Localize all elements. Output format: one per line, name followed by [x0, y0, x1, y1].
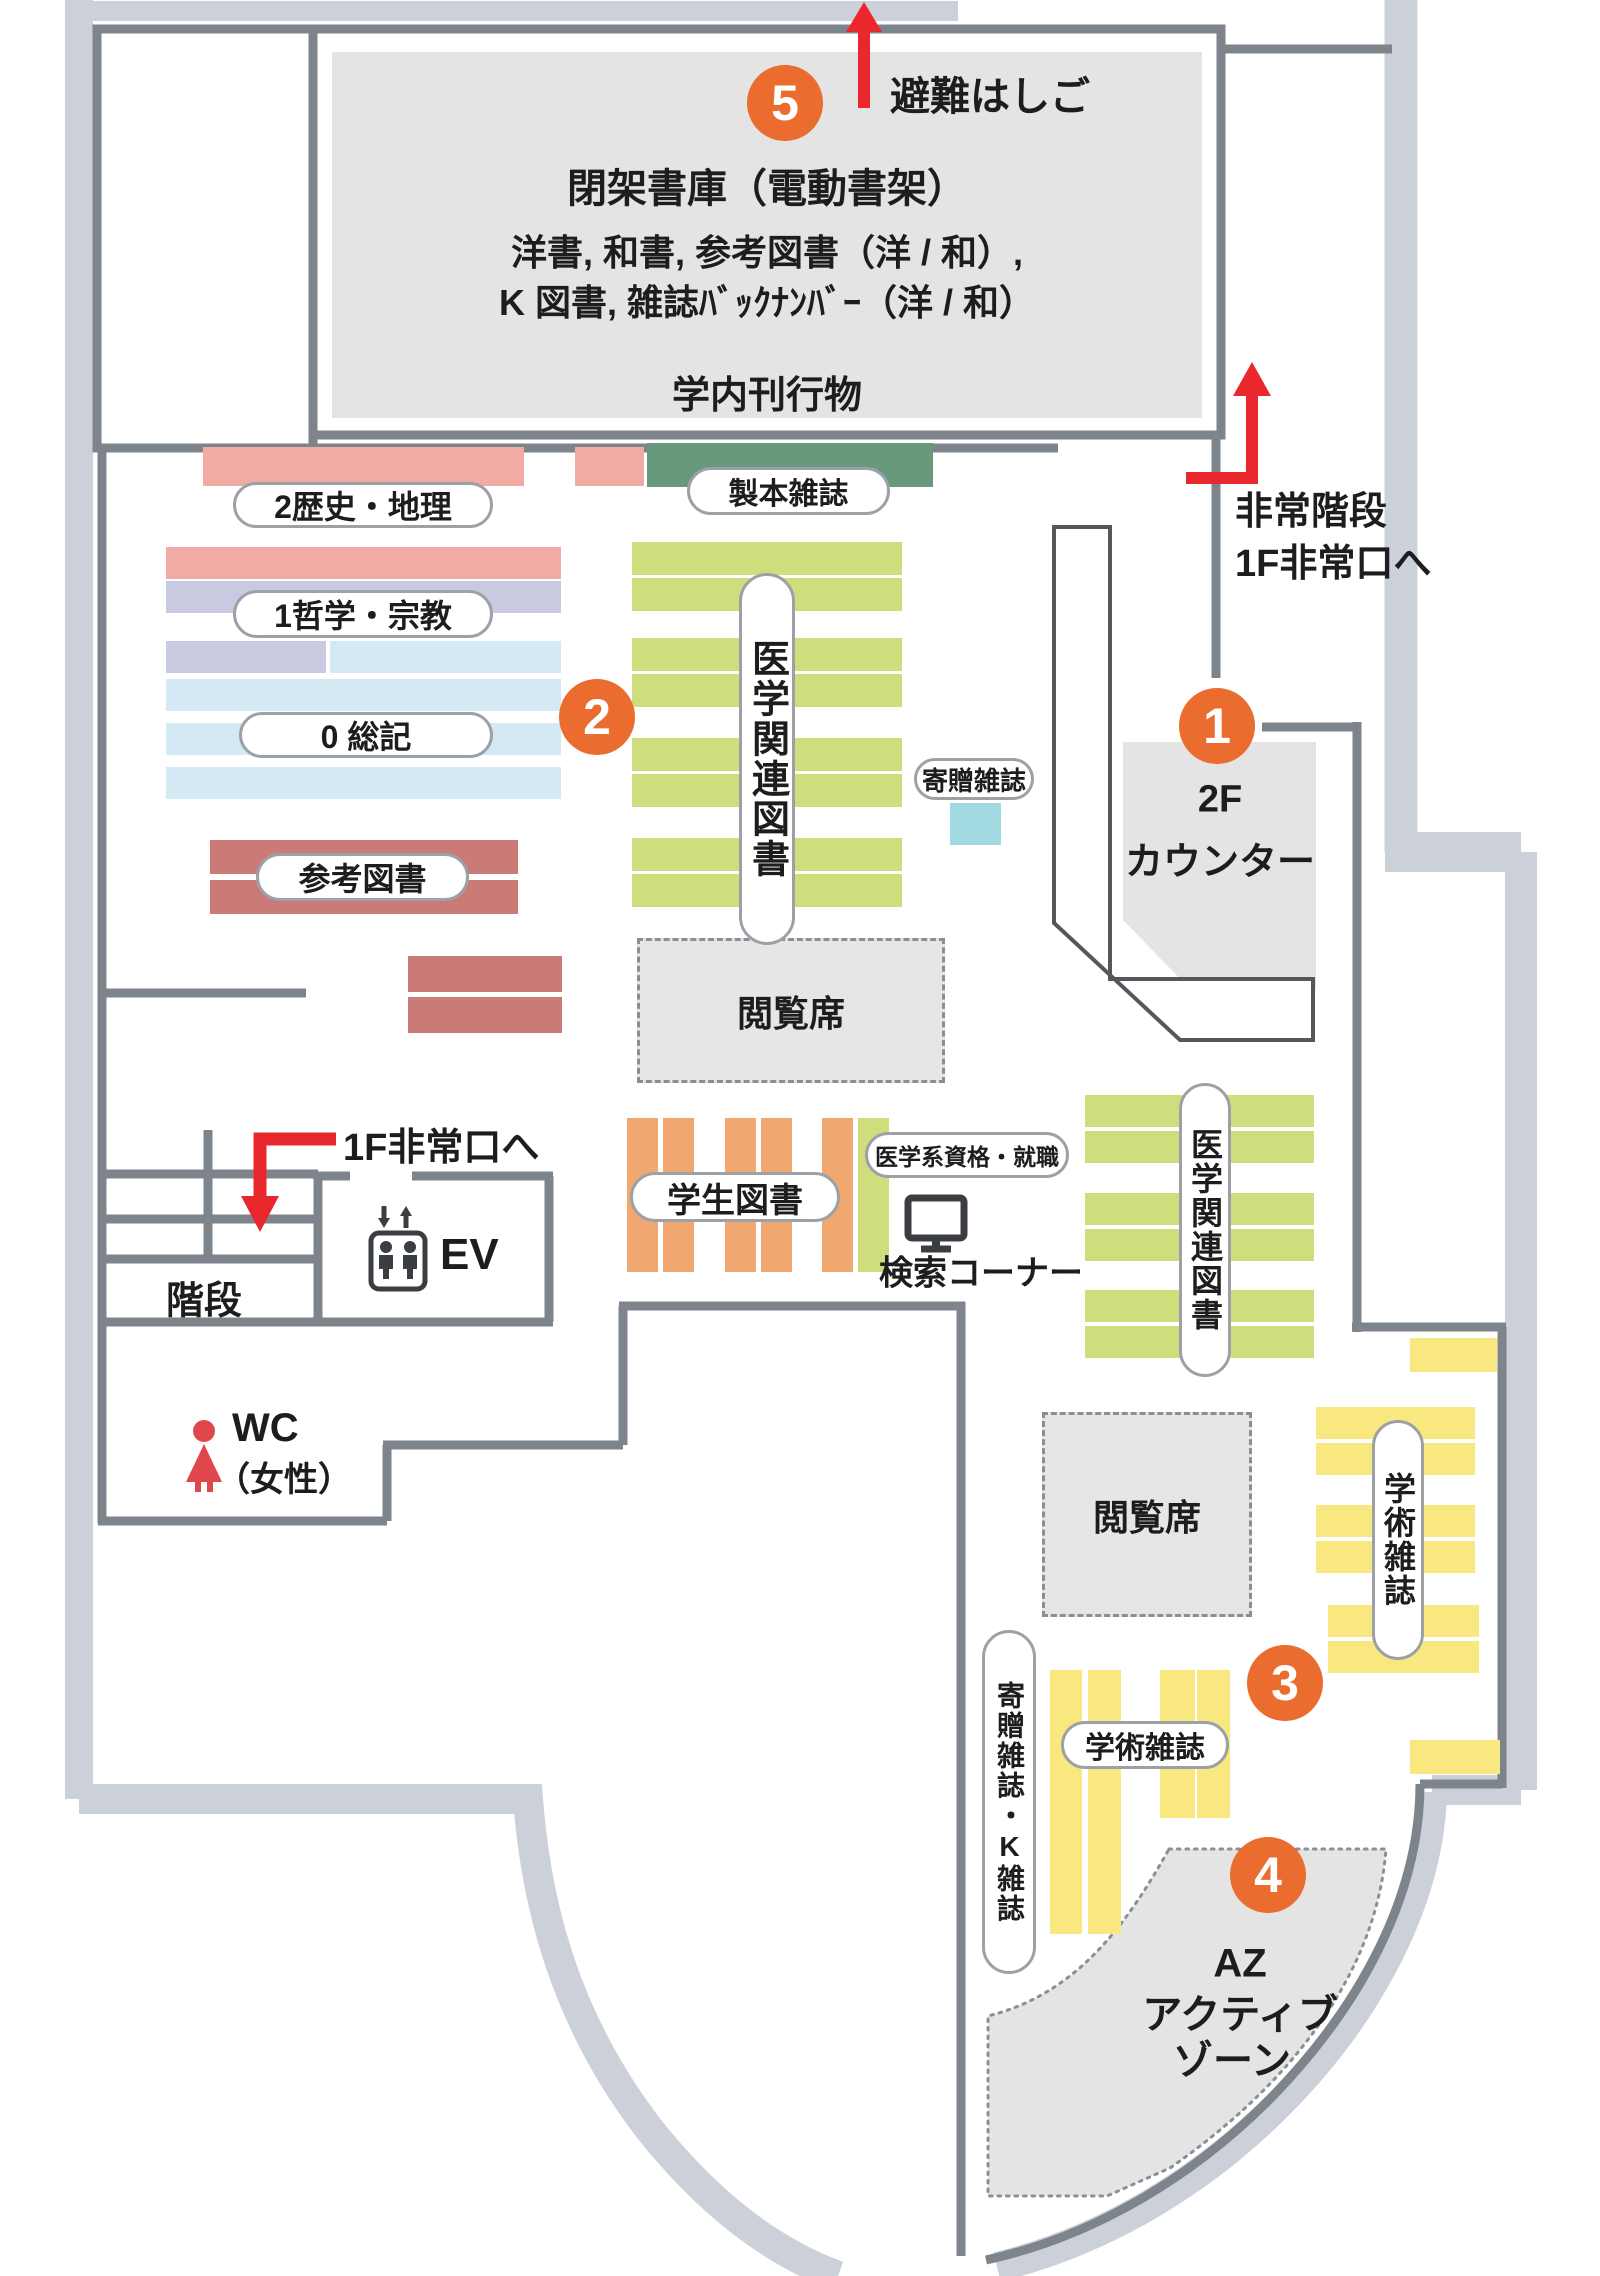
escape-arrow-down-left-icon: [241, 1132, 336, 1232]
pill-text: 医学関連図書: [1187, 1128, 1223, 1332]
escape-stairs-line2: 1F非常口へ: [1235, 543, 1432, 585]
escape-ladder-label: 避難はしご: [890, 75, 1090, 119]
shelf-bar: [1410, 1740, 1500, 1774]
pill-text: 寄贈雑誌: [921, 765, 1026, 796]
reading-seats-label: 閲覧席: [1092, 1496, 1201, 1538]
shelf-bar: [1050, 1670, 1082, 1934]
escape-stairs-label: 非常階段 1F非常口へ: [1235, 486, 1431, 590]
shelf-label-academic-journals-right: 学術雑誌: [1372, 1420, 1424, 1660]
shelf-bar: [408, 956, 562, 992]
marker-5: 5: [747, 65, 823, 141]
shelf-bar: [166, 641, 326, 673]
shelf-bar: [408, 997, 562, 1033]
marker-1: 1: [1179, 688, 1255, 764]
annex-room: [92, 24, 318, 453]
shelf-label-donated-journals: 寄贈雑誌: [914, 758, 1034, 800]
shelf-label-medical-books-2: 医学関連図書: [1179, 1083, 1231, 1377]
pill-text: 1哲学・宗教: [274, 598, 452, 634]
escape-exit-left-label: 1F非常口へ: [343, 1127, 540, 1169]
closed-stacks-title: 閉架書庫（電動書架）: [567, 167, 967, 211]
interior-walls: [97, 44, 1507, 2265]
active-zone-line1: AZ: [1213, 1941, 1267, 1986]
pill-text: 0 総記: [320, 719, 412, 755]
shelf-label-history: 2歴史・地理: [233, 482, 493, 528]
shelf-bar: [166, 547, 561, 579]
shelf-bar: [203, 447, 524, 486]
pill-text: 学術雑誌: [1085, 1732, 1205, 1765]
reading-seats-label: 閲覧席: [736, 992, 845, 1034]
counter-area-fill: [1123, 742, 1316, 989]
search-corner-label: 検索コーナー: [879, 1254, 1083, 1293]
wc-female-icon: [186, 1420, 222, 1492]
shelf-label-medical-career: 医学系資格・就職: [865, 1132, 1069, 1178]
shelf-label-donated-k-journals: 寄贈雑誌・K雑誌: [982, 1630, 1036, 1974]
pill-text: 医学関連図書: [745, 639, 788, 879]
marker-2: 2: [559, 679, 635, 755]
active-zone-region: [986, 1847, 1388, 2198]
pill-text: 製本雑誌: [728, 478, 849, 511]
pill-text: 寄贈雑誌・K雑誌: [994, 1680, 1025, 1924]
pill-text: 学生図書: [667, 1181, 803, 1220]
wc-label: WC: [232, 1406, 299, 1450]
outer-wall-band: [65, 0, 1537, 2276]
active-zone-line2: アクティブ: [1142, 1993, 1338, 2037]
shelf-label-philosophy: 1哲学・宗教: [233, 590, 493, 638]
shelf-bar: [1410, 1338, 1497, 1372]
pill-text: 2歴史・地理: [274, 489, 452, 525]
pill-text: 学術雑誌: [1380, 1472, 1416, 1608]
reading-seats-box-2: 閲覧席: [1042, 1412, 1252, 1617]
shelf-bar: [330, 641, 561, 673]
closed-stacks-line1: 洋書, 和書, 参考図書（洋 / 和）,: [510, 232, 1024, 273]
elevator-icon: [368, 1206, 428, 1292]
computer-icon: [904, 1194, 968, 1253]
wc-note-label: （女性）: [216, 1461, 352, 1499]
shelf-bar: [1088, 1670, 1121, 1934]
shelf-label-academic-journals-bottom: 学術雑誌: [1061, 1721, 1229, 1769]
shelf-label-medical-books-1: 医学関連図書: [739, 573, 795, 945]
closed-stacks-line2: K 図書, 雑誌ﾊﾞｯｸﾅﾝﾊﾞｰ（洋 / 和）: [498, 282, 1035, 323]
active-zone-line3: ゾーン: [1173, 2039, 1291, 2083]
pill-text: 医学系資格・就職: [875, 1144, 1059, 1170]
shelf-bar: [166, 767, 561, 799]
shelf-label-general: 0 総記: [239, 712, 493, 758]
shelf-bar: [166, 679, 561, 711]
shelf-bar: [575, 447, 644, 486]
marker-3: 3: [1247, 1645, 1323, 1721]
escape-arrow-up-top-icon: [846, 2, 882, 108]
reading-seats-box-1: 閲覧席: [637, 938, 945, 1083]
closed-stacks-line3: 学内刊行物: [671, 375, 862, 417]
counter-floor-label: 2F: [1197, 778, 1243, 821]
counter-desk: [1052, 525, 1315, 1042]
counter-name-label: カウンター: [1124, 841, 1316, 884]
stairs-label: 階段: [165, 1280, 243, 1323]
shelf-label-bound-journals: 製本雑誌: [687, 467, 890, 515]
shelf-bar: [632, 542, 902, 575]
marker-4: 4: [1230, 1837, 1306, 1913]
escape-arrow-up-right-icon: [1186, 362, 1271, 484]
shelf-label-student-books: 学生図書: [630, 1172, 840, 1222]
elevator-label: EV: [440, 1230, 499, 1279]
escape-stairs-line1: 非常階段: [1235, 491, 1388, 533]
donated-journals-spot: [950, 803, 1001, 845]
pill-text: 参考図書: [298, 861, 427, 897]
shelf-label-reference: 参考図書: [256, 853, 469, 901]
